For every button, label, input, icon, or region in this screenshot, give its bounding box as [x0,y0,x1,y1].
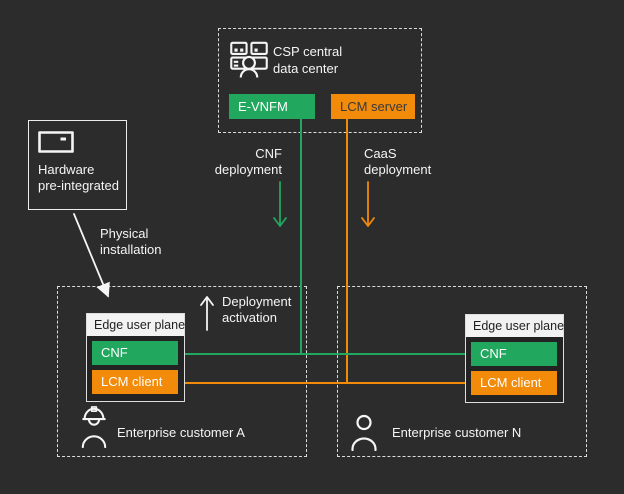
cnf-box-a: CNF [92,341,178,365]
lcm-server-to-client-line-vertical [346,118,348,384]
cnf-deployment-label: CNF deployment [178,146,282,178]
deployment-activation-line2: activation [222,310,277,325]
worker-hardhat-icon [81,406,107,449]
enterprise-customer-n-label: Enterprise customer N [392,425,522,440]
edge-user-plane-header-n: Edge user plane [466,315,564,337]
lcm-client-box-n: LCM client [471,371,557,395]
enterprise-customer-a-label: Enterprise customer A [117,425,245,440]
deployment-activation-label: Deployment activation [222,294,291,326]
edge-user-plane-box-a: Edge user plane CNF LCM client [86,313,185,402]
hardware-label-line2: pre-integrated [38,178,119,193]
cnf-deployment-arrow-down [273,181,287,227]
lcm-server-box: LCM server [331,94,415,119]
hardware-label: Hardware pre-integrated [38,162,119,194]
hardware-box-icon [38,131,74,153]
hardware-label-line1: Hardware [38,162,95,177]
physical-installation-label: Physical installation [100,226,161,258]
edge-user-plane-box-n: Edge user plane CNF LCM client [465,314,564,403]
cnf-box-n: CNF [471,342,557,366]
physical-installation-arrow-diagonal [73,213,110,298]
deployment-activation-arrow-up [200,296,214,331]
physical-installation-line2: installation [100,242,162,257]
hardware-pre-integrated-box: Hardware pre-integrated [28,120,127,210]
caas-deployment-label: CaaS deployment [364,146,468,178]
caas-deployment-arrow-down [361,181,375,227]
person-icon [351,414,377,451]
cnf-deployment-line1: CNF [255,146,282,161]
enterprise-customer-n-box [337,286,587,457]
evnfm-to-cnf-line-vertical [300,118,302,355]
physical-installation-line1: Physical [100,226,149,241]
csp-central-data-center-box: CSP central data center E-VNFM LCM serve… [218,28,422,133]
enterprise-customer-a-box [57,286,307,457]
deployment-activation-line1: Deployment [222,294,292,309]
csp-title-line1: CSP central [273,44,343,59]
caas-deployment-line1: CaaS [364,146,397,161]
edge-user-plane-body-a: CNF LCM client [87,336,184,399]
csp-title-line2: data center [273,61,339,76]
lcm-connection-line-horizontal [178,382,472,384]
operator-screens-icon [230,41,268,78]
lcm-client-box-a: LCM client [92,370,178,394]
edge-user-plane-header-a: Edge user plane [87,314,185,336]
cnf-connection-line-horizontal [178,353,472,355]
evnfm-box: E-VNFM [229,94,315,119]
csp-title: CSP central data center [273,43,342,77]
caas-deployment-line2: deployment [364,162,432,177]
edge-user-plane-body-n: CNF LCM client [466,337,563,400]
cnf-deployment-line2: deployment [214,162,282,177]
